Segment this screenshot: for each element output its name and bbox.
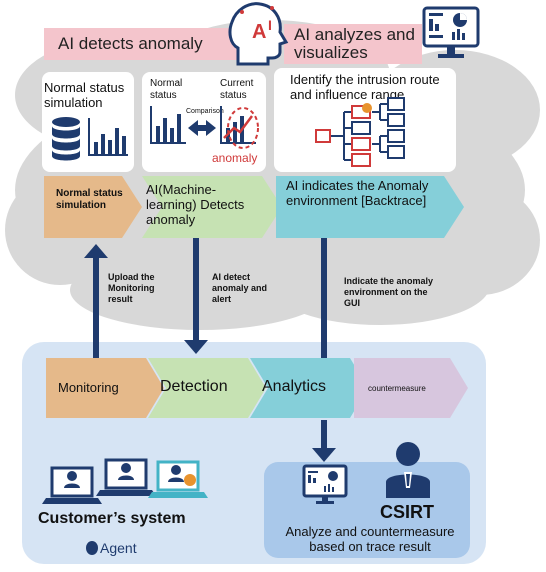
step-normal-sim bbox=[44, 176, 142, 238]
computer-icon-1 bbox=[42, 466, 102, 504]
step-backtrace bbox=[276, 176, 464, 238]
upload-arrow-head bbox=[84, 244, 108, 258]
csirt-title: CSIRT bbox=[380, 502, 434, 522]
card1-title: Normal status simulation bbox=[44, 80, 125, 110]
detect-arrow-head bbox=[184, 340, 208, 354]
csirt-monitor-icon bbox=[302, 464, 348, 504]
step1-label: Normal status simulation bbox=[56, 188, 123, 211]
comparison-card bbox=[142, 72, 266, 172]
pipe-detection bbox=[148, 358, 266, 418]
svg-text:I: I bbox=[268, 17, 272, 33]
ai-detects-label: AI detects anomaly bbox=[58, 34, 203, 53]
ai-detects-banner: AI detects anomaly bbox=[44, 28, 262, 60]
upload-label: Upload the Monitoring result bbox=[108, 272, 155, 304]
csirt-person-icon bbox=[386, 442, 430, 498]
card2-anomaly: anomaly bbox=[212, 151, 258, 165]
computer-icon-3-infected bbox=[148, 460, 208, 498]
agent-dot-icon bbox=[86, 541, 98, 555]
monitoring-label: Monitoring bbox=[58, 380, 119, 395]
customer-system-label: Customer’s system bbox=[38, 510, 186, 527]
card2-normal: Normal status bbox=[150, 78, 183, 101]
detect-arrow-shaft bbox=[193, 238, 199, 342]
card2-current: Current status bbox=[220, 78, 254, 101]
ai-analyzes-label: AI analyzes and visualizes bbox=[294, 25, 415, 62]
computer-icon-2 bbox=[96, 458, 156, 496]
svg-text:A: A bbox=[252, 21, 266, 43]
csirt-description: Analyze and countermeasure based on trac… bbox=[285, 524, 455, 554]
detect-label: AI detect anomaly and alert bbox=[212, 272, 268, 304]
card3-title: Identify the intrusion route and influen… bbox=[290, 72, 440, 102]
agent-label: Agent bbox=[100, 540, 137, 556]
agent-legend: Agent bbox=[86, 540, 137, 556]
pipe-analytics bbox=[250, 358, 368, 418]
step2-label: AI(Machine-learning) Detects anomaly bbox=[146, 182, 245, 227]
pipe-monitoring bbox=[46, 358, 164, 418]
indicate-arrow-shaft-top bbox=[321, 238, 327, 358]
pipe-countermeasure bbox=[354, 358, 468, 418]
upload-arrow-shaft bbox=[93, 256, 99, 360]
indicate-arrow-shaft-bottom bbox=[321, 420, 327, 452]
analytics-label: Analytics bbox=[262, 378, 327, 395]
ai-analyzes-banner: AI analyzes and visualizes bbox=[284, 24, 422, 64]
countermeasure-label: countermeasure bbox=[368, 384, 426, 393]
detection-label: Detection bbox=[160, 378, 228, 395]
step3-label: AI indicates the Anomaly environment [Ba… bbox=[286, 178, 429, 208]
card2-comparison: Comparison bbox=[186, 108, 224, 115]
indicate-label: Indicate the anomaly environment on the … bbox=[344, 276, 434, 308]
indicate-arrow-head bbox=[312, 448, 336, 462]
step-ml-detect bbox=[142, 176, 282, 238]
